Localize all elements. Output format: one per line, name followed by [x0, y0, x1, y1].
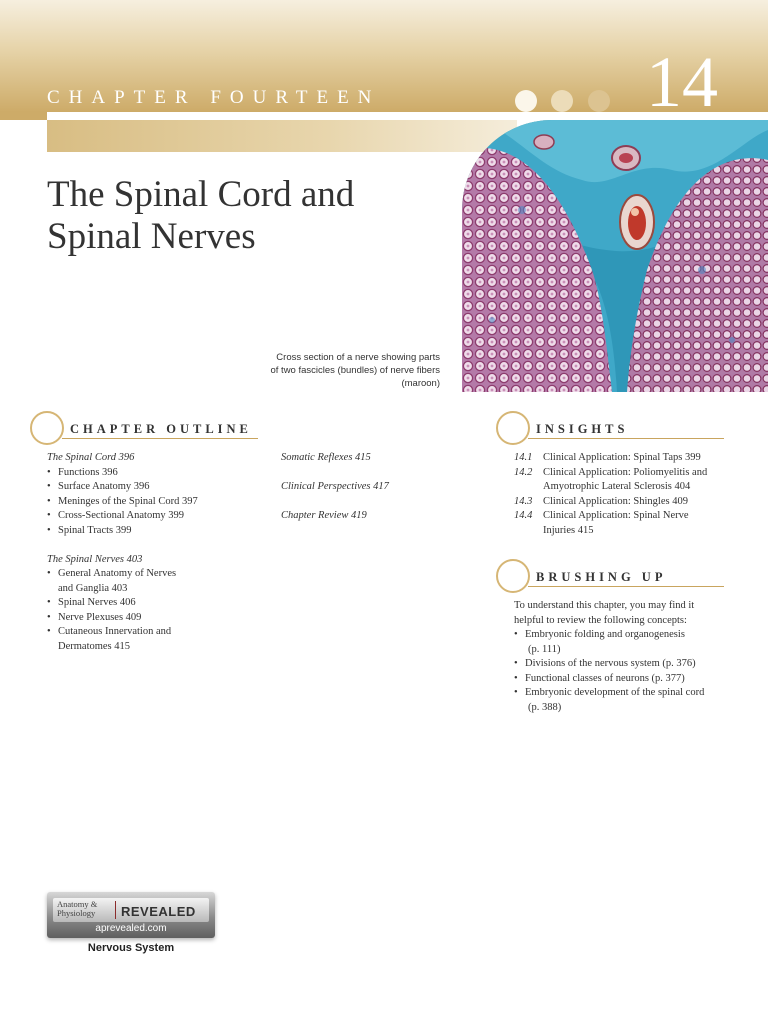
chapter-title-line-2: Spinal Nerves	[47, 216, 256, 257]
outline-entry: Clinical Perspectives 417	[281, 481, 389, 492]
nerve-cross-section-photo	[462, 120, 768, 392]
insight-item: 14.2 Clinical Application: Poliomyelitis…	[514, 466, 744, 481]
decor-dot-1	[515, 90, 537, 112]
outline-item-continuation: and Ganglia 403	[58, 582, 128, 594]
decor-dot-3	[588, 90, 610, 112]
brushing-up-rule	[528, 586, 724, 587]
insight-item: 14.3 Clinical Application: Shingles 409	[514, 495, 744, 510]
title-band	[47, 120, 517, 152]
header-band-edge	[0, 112, 47, 120]
insight-number: 14.1	[514, 452, 533, 463]
insight-text: Clinical Application: Spinal Nerve	[543, 510, 689, 521]
outline-item: Functions 396	[47, 466, 272, 481]
logo-plate: Anatomy & Physiology REVEALED	[53, 898, 209, 922]
brushing-up-item: Embryonic development of the spinal cord	[514, 686, 744, 701]
brushing-up-item: Embryonic folding and organogenesis	[514, 628, 744, 643]
brushing-up-intro: To understand this chapter, you may find…	[514, 600, 695, 611]
outline-item: Spinal Tracts 399	[47, 524, 272, 539]
decor-dot-2	[551, 90, 573, 112]
nerve-micrograph	[462, 120, 768, 392]
logo-brand-line-1: Anatomy &	[57, 899, 98, 909]
outline-entry: Chapter Review 419	[281, 510, 367, 521]
anatomy-revealed-logo[interactable]: Anatomy & Physiology REVEALED aprevealed…	[47, 892, 215, 938]
outline-item-continuation: Dermatomes 415	[58, 640, 131, 652]
outline-column-1: The Spinal Cord 396 Functions 396 Surfac…	[47, 451, 272, 654]
outline-circle-icon	[30, 411, 64, 445]
outline-item: Spinal Nerves 406	[47, 596, 272, 611]
logo-url[interactable]: aprevealed.com	[95, 923, 167, 934]
logo-caption: Nervous System	[87, 942, 175, 954]
outline-item: Cutaneous Innervation and	[47, 625, 272, 640]
insight-item: 14.1 Clinical Application: Spinal Taps 3…	[514, 451, 744, 466]
insight-text: Clinical Application: Poliomyelitis and	[543, 466, 708, 478]
outline-group-title: The Spinal Nerves 403	[47, 553, 143, 565]
insight-item-continuation: Amyotrophic Lateral Sclerosis 404	[514, 480, 744, 495]
insight-text: Clinical Application: Shingles 409	[543, 495, 688, 507]
chapter-title: The Spinal Cord and Spinal Nerves	[47, 174, 354, 258]
brushing-up-circle-icon	[496, 559, 530, 593]
logo-separator	[115, 901, 116, 919]
brushing-up-heading: BRUSHING UP	[536, 570, 667, 584]
outline-column-2: Somatic Reflexes 415 Clinical Perspectiv…	[281, 451, 471, 524]
outline-item: General Anatomy of Nerves	[47, 567, 272, 582]
logo-revealed: REVEALED	[121, 904, 196, 919]
insight-text: Clinical Application: Spinal Taps 399	[543, 452, 701, 463]
outline-item: Cross-Sectional Anatomy 399	[47, 509, 272, 524]
logo-brand: Anatomy & Physiology	[57, 900, 97, 918]
insights-circle-icon	[496, 411, 530, 445]
insight-number: 14.4	[514, 510, 533, 521]
header-band	[0, 0, 768, 112]
chapter-number: 14	[646, 42, 718, 122]
outline-entry: Somatic Reflexes 415	[281, 452, 371, 463]
outline-group-title: The Spinal Cord 396	[47, 452, 135, 463]
insight-text: Injuries 415	[543, 524, 594, 536]
insights-heading: INSIGHTS	[536, 422, 629, 436]
brushing-up-list: To understand this chapter, you may find…	[514, 599, 744, 715]
insight-number: 14.3	[514, 495, 533, 507]
insights-list: 14.1 Clinical Application: Spinal Taps 3…	[514, 451, 744, 538]
outline-rule	[62, 438, 258, 439]
logo-brand-line-2: Physiology	[57, 908, 96, 918]
brushing-up-item-continuation: (p. 388)	[528, 701, 562, 713]
chapter-outline-heading: CHAPTER OUTLINE	[70, 422, 252, 436]
insight-text: Amyotrophic Lateral Sclerosis 404	[543, 481, 691, 492]
outline-item: Surface Anatomy 396	[47, 480, 272, 495]
outline-item: Nerve Plexuses 409	[47, 611, 272, 626]
brushing-up-item: Functional classes of neurons (p. 377)	[514, 672, 744, 687]
chapter-label: CHAPTER FOURTEEN	[47, 87, 381, 108]
photo-caption: Cross section of a nerve showing parts o…	[270, 352, 441, 389]
insight-number: 14.2	[514, 466, 533, 478]
insight-item-continuation: Injuries 415	[514, 524, 744, 539]
chapter-title-line-1: The Spinal Cord and	[47, 174, 355, 215]
brushing-up-intro: helpful to review the following concepts…	[514, 614, 687, 626]
brushing-up-item: Divisions of the nervous system (p. 376)	[514, 657, 744, 672]
brushing-up-item-continuation: (p. 111)	[528, 643, 561, 655]
insight-item: 14.4 Clinical Application: Spinal Nerve	[514, 509, 744, 524]
outline-item: Meninges of the Spinal Cord 397	[47, 495, 272, 510]
insights-rule	[528, 438, 724, 439]
